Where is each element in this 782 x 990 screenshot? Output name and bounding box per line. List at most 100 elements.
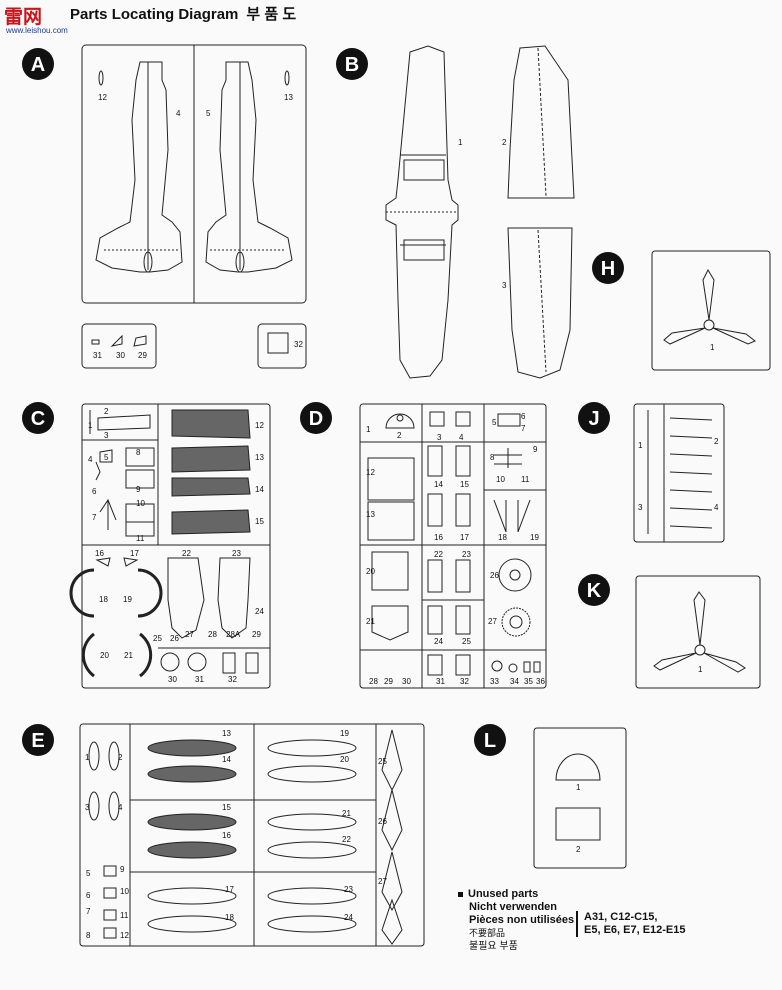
part-label-c-17: 17: [130, 549, 139, 558]
upper-wing-left: [507, 45, 575, 199]
part-label-a-29: 29: [138, 351, 147, 360]
part-label-d-5: 5: [492, 418, 497, 427]
watermark-bottom-text: www.leishou.com: [6, 26, 68, 35]
part-label-a-32: 32: [294, 340, 303, 349]
part-label-d-18: 18: [498, 533, 507, 542]
part-label-e-27: 27: [378, 877, 387, 886]
sprue-d-parts: [367, 411, 541, 676]
part-label-e-25: 25: [378, 757, 387, 766]
part-label-a-31: 31: [93, 351, 102, 360]
part-label-d-17: 17: [460, 533, 469, 542]
part-label-j-4: 4: [714, 503, 719, 512]
sprue-k-frame: [635, 575, 761, 689]
part-label-c-3: 3: [104, 431, 109, 440]
part-label-c-32: 32: [228, 675, 237, 684]
part-label-d-27: 27: [488, 617, 497, 626]
page-title-english: Parts Locating Diagram: [70, 6, 239, 23]
part-label-e-15: 15: [222, 803, 231, 812]
part-label-d-4: 4: [459, 433, 464, 442]
badge-k: [578, 574, 610, 606]
part-label-d-32: 32: [460, 677, 469, 686]
part-label-d-24: 24: [434, 637, 443, 646]
part-label-c-27: 27: [185, 630, 194, 639]
part-label-c-28a: 28A: [226, 630, 241, 639]
part-label-d-6: 6: [521, 412, 526, 421]
part-label-e-23: 23: [344, 885, 353, 894]
part-label-e-20: 20: [340, 755, 349, 764]
fuselage-half-right: [205, 61, 293, 273]
sprue-c-frame: [81, 403, 271, 689]
part-label-j-1: 1: [638, 441, 643, 450]
part-label-e-13: 13: [222, 729, 231, 738]
part-label-d-31: 31: [436, 677, 445, 686]
badge-d-letter: D: [309, 408, 323, 430]
badge-a-letter: A: [31, 54, 45, 76]
part-label-c-24: 24: [255, 607, 264, 616]
part-label-d-15: 15: [460, 480, 469, 489]
unused-parts-legend: Unused parts Nicht verwenden Pièces non …: [458, 888, 574, 953]
badge-h: [592, 252, 624, 284]
part-label-a-13: 13: [284, 93, 293, 102]
unused-parts-header: Unused parts: [468, 888, 539, 900]
sprue-a-frame: [81, 44, 307, 369]
part-label-c-22: 22: [182, 549, 191, 558]
unused-parts-list-line1: A31, C12-C15,: [584, 911, 658, 923]
part-label-c-13: 13: [255, 453, 264, 462]
part-label-c-19: 19: [123, 595, 132, 604]
fuselage-half-left: [95, 61, 183, 273]
unused-parts-list-line2: E5, E6, E7, E12-E15: [584, 924, 686, 936]
unused-parts-korean: 불필요 부품: [469, 941, 518, 952]
part-label-e-10: 10: [120, 887, 129, 896]
badge-c-letter: C: [31, 408, 45, 430]
unused-parts-list: A31, C12-C15, E5, E6, E7, E12-E15: [576, 911, 686, 937]
badge-c: [22, 402, 54, 434]
badge-d: [300, 402, 332, 434]
part-label-c-5: 5: [104, 453, 109, 462]
part-label-e-4: 4: [118, 803, 123, 812]
part-label-j-3: 3: [638, 503, 643, 512]
part-label-l-2: 2: [576, 845, 581, 854]
part-label-c-7: 7: [92, 513, 97, 522]
unused-parts-german: Nicht verwenden: [469, 901, 558, 913]
page-title-korean: 부 품 도: [246, 6, 297, 23]
badge-j-letter: J: [588, 408, 599, 430]
part-label-c-23: 23: [232, 549, 241, 558]
sprue-l-frame: [533, 727, 627, 869]
badge-e-letter: E: [31, 730, 44, 752]
badge-e: [22, 724, 54, 756]
part-label-e-26: 26: [378, 817, 387, 826]
part-label-d-8: 8: [490, 453, 495, 462]
part-label-d-25: 25: [462, 637, 471, 646]
part-label-d-19: 19: [530, 533, 539, 542]
part-label-e-7: 7: [86, 907, 91, 916]
part-label-l-1: 1: [576, 783, 581, 792]
part-label-e-12: 12: [120, 931, 129, 940]
part-label-c-11: 11: [136, 534, 145, 543]
part-label-d-7: 7: [521, 424, 526, 433]
part-label-c-26: 26: [170, 634, 179, 643]
part-label-e-1: 1: [85, 753, 90, 762]
part-label-d-10: 10: [496, 475, 505, 484]
badge-k-letter: K: [587, 580, 602, 602]
part-label-h-1: 1: [710, 343, 715, 352]
part-label-e-9: 9: [120, 865, 125, 874]
sprue-j-frame: [633, 403, 725, 543]
part-label-d-33: 33: [490, 677, 499, 686]
upper-wing-right: [507, 227, 573, 379]
part-label-d-16: 16: [434, 533, 443, 542]
part-label-c-1: 1: [88, 421, 93, 430]
part-label-d-1: 1: [366, 425, 371, 434]
part-label-d-35: 35: [524, 677, 533, 686]
part-label-c-16: 16: [95, 549, 104, 558]
part-label-b-2: 2: [502, 138, 507, 147]
badge-b-letter: B: [345, 54, 359, 76]
part-label-d-13: 13: [366, 510, 375, 519]
part-label-j-2: 2: [714, 437, 719, 446]
part-label-a-12: 12: [98, 93, 107, 102]
sprue-d-frame: [359, 403, 547, 689]
part-label-c-31: 31: [195, 675, 204, 684]
sprue-letter-badges: [22, 48, 624, 756]
part-label-e-5: 5: [86, 869, 91, 878]
part-label-c-25: 25: [153, 634, 162, 643]
